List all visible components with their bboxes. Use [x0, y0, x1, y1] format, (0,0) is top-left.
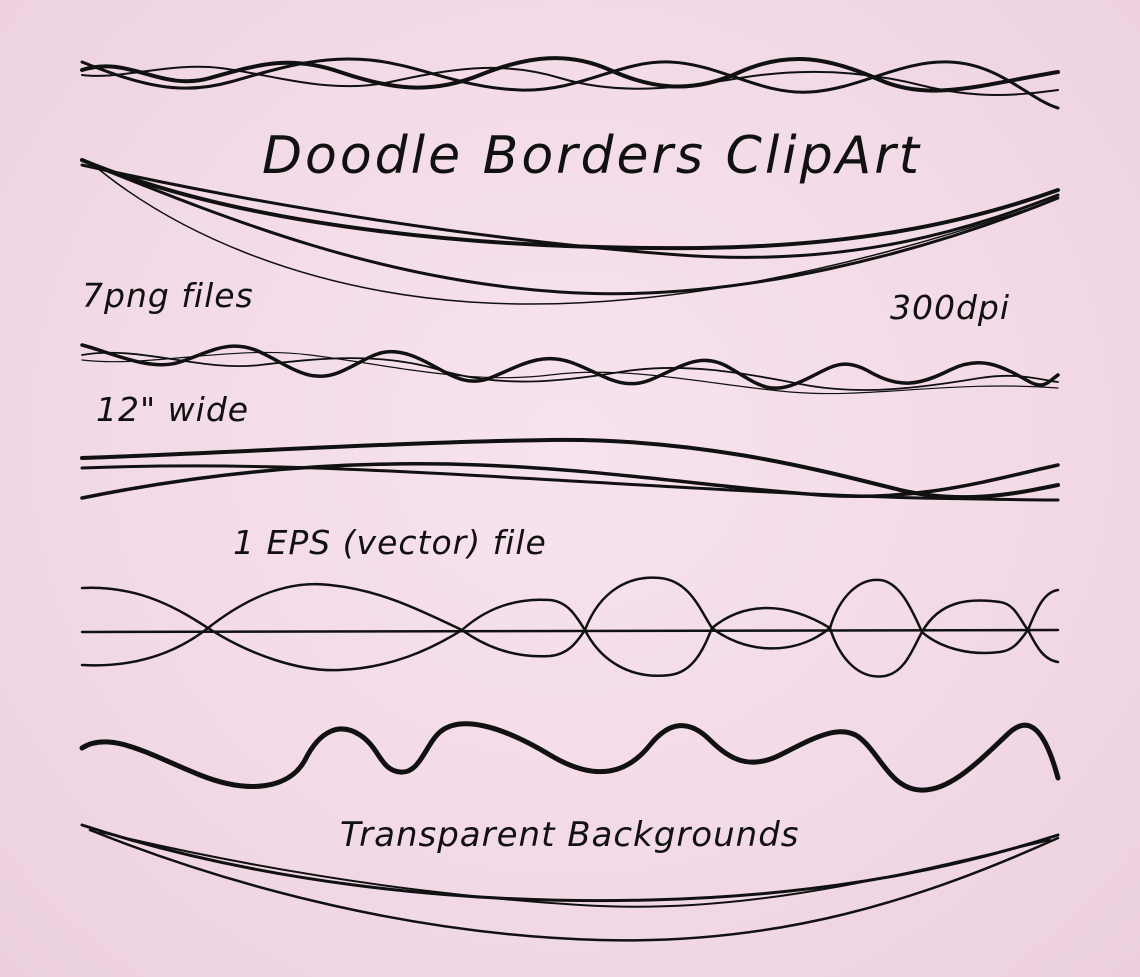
transparent-backgrounds-label: Transparent Backgrounds — [340, 815, 800, 855]
border-sweeping-swags — [80, 158, 1060, 305]
page-title: Doodle Borders ClipArt — [262, 126, 923, 186]
border-small-wiggles — [80, 343, 1060, 395]
eps-file-label: 1 EPS (vector) file — [233, 523, 547, 562]
border-loop-chain — [80, 576, 1060, 678]
border-gentle-crossing — [80, 437, 1060, 502]
resolution-label: 300dpi — [890, 288, 1011, 327]
width-label: 12" wide — [96, 390, 250, 429]
border-bottom-swags — [80, 823, 1060, 942]
border-bold-wave — [79, 721, 1061, 793]
border-wavy-braid — [80, 56, 1060, 110]
png-files-label: 7png files — [82, 276, 254, 315]
